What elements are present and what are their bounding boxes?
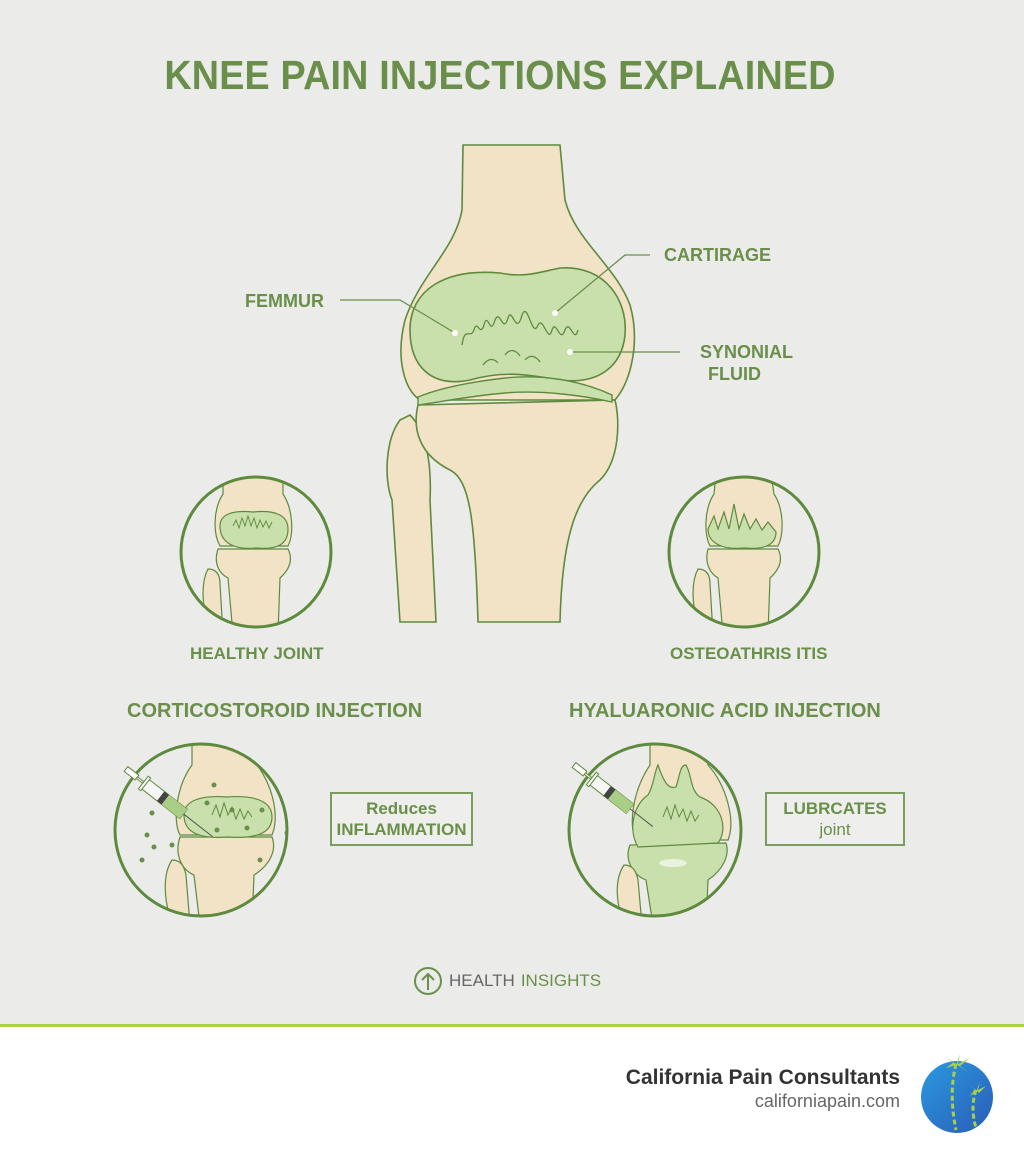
healthy-joint-caption: HEALTHY JOINT	[190, 644, 324, 663]
effect-line2: INFLAMMATION	[336, 820, 467, 839]
arrow-up-circle-icon	[414, 967, 442, 995]
osteoarthritis-illustration	[667, 475, 821, 629]
effect-line1: Reduces	[366, 799, 437, 818]
hyaluronic-illustration	[567, 742, 743, 918]
lubricates-joint-box: LUBRCATES joint	[765, 792, 905, 846]
synovial-fluid-label-line2: FLUID	[708, 364, 761, 384]
corticosteroid-title: CORTICOSTOROID INJECTION	[127, 700, 423, 722]
osteoarthritis-caption: OSTEOATHRIS ITIS	[670, 644, 828, 663]
effect-line1: LUBRCATES	[783, 799, 887, 818]
syringe-icon	[123, 765, 213, 838]
health-insights-word2: INSIGHTS	[520, 971, 602, 990]
page-title: KNEE PAIN INJECTIONS EXPLAINED	[164, 52, 836, 98]
health-insights-word1: HEALTH	[449, 971, 515, 990]
synovial-fluid-label-line1: SYNONIAL	[700, 342, 794, 362]
effect-line2: joint	[819, 820, 851, 839]
cartilage-label: CARTIRAGE	[664, 245, 771, 265]
footer-divider	[0, 1024, 1024, 1027]
hyaluronic-title: HYALUARONIC ACID INJECTION	[569, 700, 881, 722]
knee-anatomy-diagram	[340, 144, 680, 623]
healthy-joint-illustration	[179, 475, 333, 629]
footer	[0, 1027, 1024, 1154]
brand-url[interactable]: californiapain.com	[754, 1091, 900, 1111]
brand-name: California Pain Consultants	[625, 1066, 900, 1089]
palm-tree-globe-icon	[921, 1054, 993, 1133]
femur-label: FEMMUR	[245, 291, 324, 311]
corticosteroid-illustration	[113, 742, 289, 918]
syringe-icon	[571, 761, 654, 827]
health-insights-badge: HEALTH INSIGHTS	[413, 966, 601, 996]
reduces-inflammation-box: Reduces INFLAMMATION	[330, 792, 473, 846]
